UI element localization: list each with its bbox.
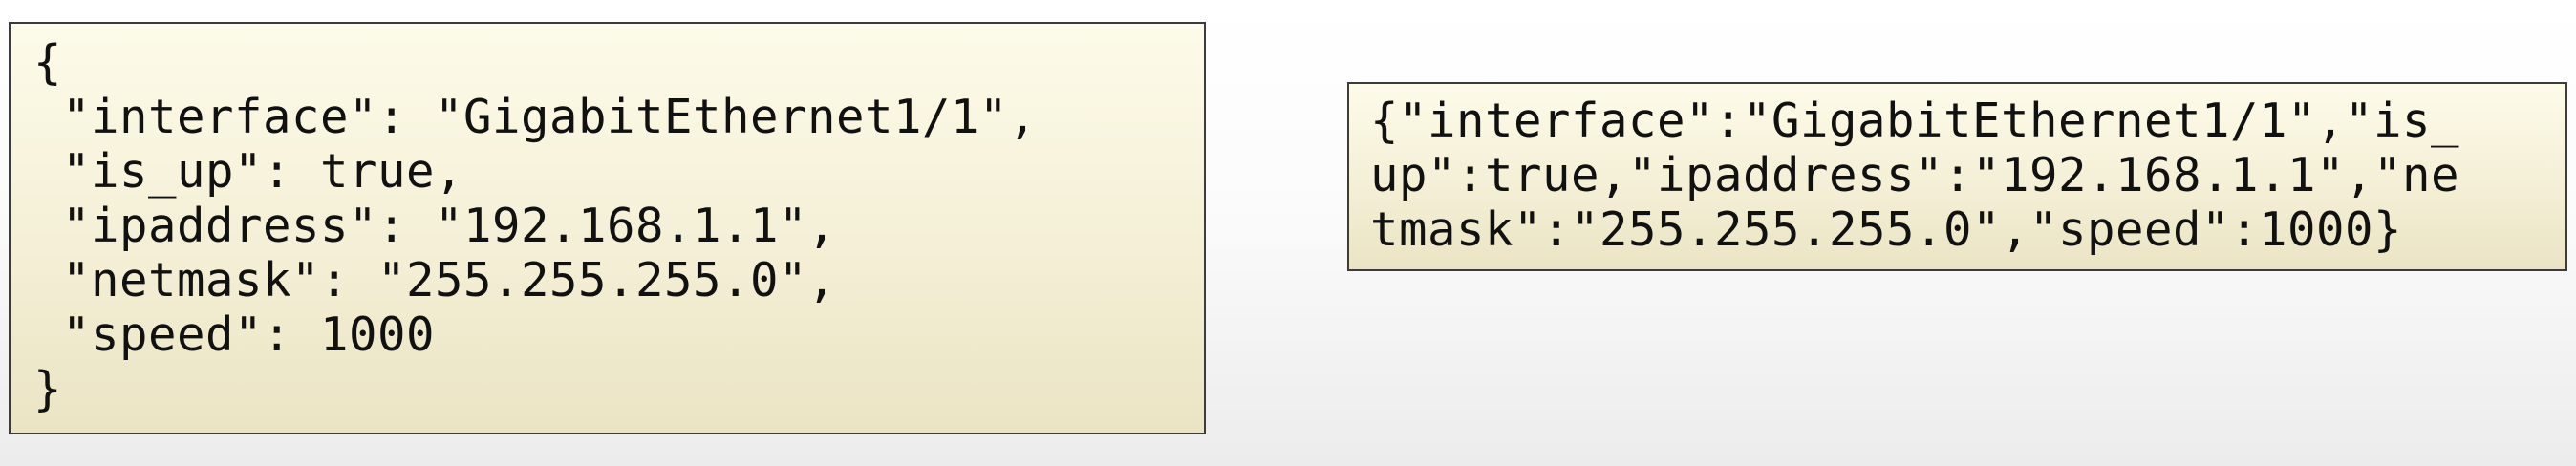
compact-json-line: up":true,"ipaddress":"192.168.1.1","ne bbox=[1370, 148, 2460, 202]
pretty-json-line: } bbox=[33, 362, 63, 416]
pretty-json-line: "netmask": "255.255.255.0", bbox=[33, 253, 837, 307]
pretty-json-line: { bbox=[33, 35, 63, 90]
pretty-json-line: "interface": "GigabitEthernet1/1", bbox=[33, 90, 1038, 144]
compact-json-line: tmask":"255.255.255.0","speed":1000} bbox=[1370, 202, 2403, 257]
pretty-json-line: "is_up": true, bbox=[33, 144, 464, 199]
pretty-json-line: "speed": 1000 bbox=[33, 307, 436, 362]
pretty-json-box: { "interface": "GigabitEthernet1/1", "is… bbox=[9, 22, 1206, 434]
compact-json-box: {"interface":"GigabitEthernet1/1","is_ u… bbox=[1347, 82, 2567, 271]
pretty-json-line: "ipaddress": "192.168.1.1", bbox=[33, 199, 837, 253]
compact-json-line: {"interface":"GigabitEthernet1/1","is_ bbox=[1370, 94, 2460, 148]
